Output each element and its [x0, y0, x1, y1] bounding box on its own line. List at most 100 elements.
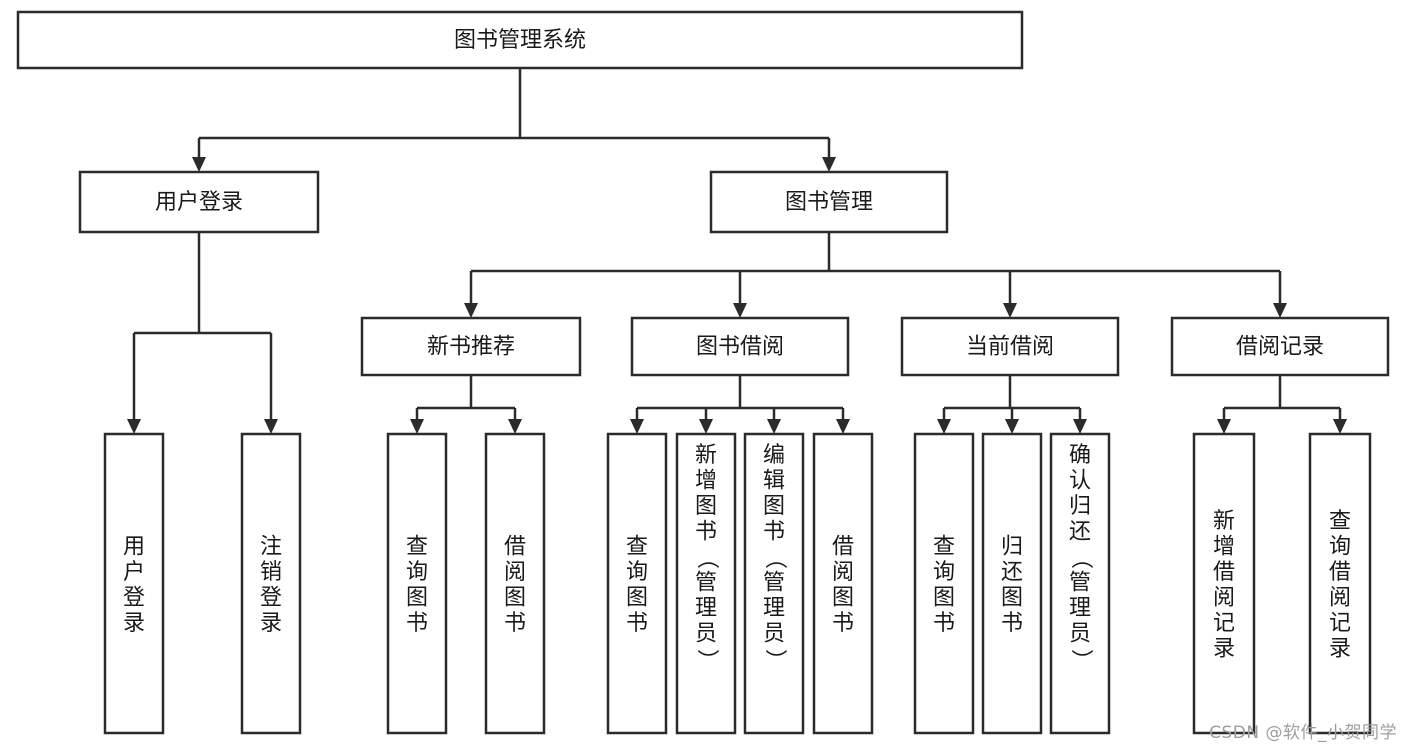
node-box	[812, 432, 874, 735]
node-new-book-rec[interactable]: 新书推荐	[360, 316, 582, 377]
nodes-layer: 新书推荐图书借阅当前借阅借阅记录用户登录图书管理用户登录注销登录查询图书借阅图书…	[16, 10, 1390, 735]
node-label-char: 书	[626, 611, 648, 636]
node-label: 图书借阅	[696, 335, 784, 360]
node-book-manage[interactable]: 图书管理	[709, 170, 949, 234]
node-user-login[interactable]: 用户登录	[78, 170, 320, 234]
node-label-char: 增	[695, 469, 717, 494]
node-box	[484, 432, 546, 735]
arrow-head-icon	[192, 157, 206, 172]
arrow-head-icon	[1005, 419, 1019, 434]
node-label-char: 户	[123, 560, 145, 585]
node-box	[606, 432, 668, 735]
node-box	[360, 316, 582, 377]
node-label-char: 图	[406, 585, 428, 610]
arrow-head-icon	[937, 419, 951, 434]
node-borrow-record[interactable]: 借阅记录	[1170, 316, 1390, 377]
node-label-char: 查	[933, 534, 955, 559]
node-leaf-user-login[interactable]: 用户登录	[103, 432, 165, 735]
node-label-char: 记	[1213, 611, 1235, 636]
node-label-char: 理	[1069, 596, 1091, 621]
node-label-char: 阅	[1329, 585, 1351, 610]
node-label-char: 员	[1069, 622, 1091, 647]
node-root[interactable]: 图书管理系统	[16, 10, 1024, 70]
node-label-char: 还	[1069, 520, 1091, 545]
node-label-char: 询	[626, 560, 648, 585]
node-label-char: 管	[695, 571, 717, 596]
node-label-char: 录	[1329, 636, 1351, 661]
node-label: 新书推荐	[427, 335, 515, 360]
node-label-char: 图	[504, 585, 526, 610]
node-label-char: （	[1068, 547, 1093, 569]
node-label-char: 用	[123, 534, 145, 559]
node-box	[675, 432, 737, 735]
node-label-char: 登	[260, 585, 282, 610]
arrow-head-icon	[1273, 303, 1287, 318]
arrow-head-icon	[464, 303, 478, 318]
node-box	[709, 170, 949, 234]
node-label-char: 管	[1069, 571, 1091, 596]
node-label-char: 借	[504, 534, 526, 559]
node-label-char: ）	[1068, 649, 1093, 671]
node-label-char: 归	[1069, 494, 1091, 519]
node-label: 当前借阅	[966, 335, 1054, 360]
node-label-char: 阅	[832, 560, 854, 585]
arrow-head-icon	[1003, 303, 1017, 318]
node-label-char: 录	[1213, 636, 1235, 661]
node-label-char: 录	[123, 611, 145, 636]
connectors-layer	[127, 68, 1347, 434]
node-label-char: 书	[933, 611, 955, 636]
node-label-char: 借	[1213, 560, 1235, 585]
node-label-char: 图	[626, 585, 648, 610]
node-label-char: 销	[260, 560, 282, 585]
node-label-char: ）	[694, 649, 719, 671]
node-label-char: 新	[695, 443, 717, 468]
arrow-head-icon	[630, 419, 644, 434]
node-label-char: 增	[1213, 534, 1235, 559]
arrow-head-icon	[836, 419, 850, 434]
node-label-char: 归	[1001, 534, 1023, 559]
node-label-char: 图	[933, 585, 955, 610]
arrow-head-icon	[699, 419, 713, 434]
node-label-char: 书	[695, 520, 717, 545]
node-label-char: 理	[695, 596, 717, 621]
node-label-char: 理	[763, 596, 785, 621]
node-label-char: 编	[763, 443, 785, 468]
node-box	[16, 10, 1024, 70]
node-label-char: 员	[695, 622, 717, 647]
node-label-char: 询	[1329, 534, 1351, 559]
node-label-char: 登	[123, 585, 145, 610]
node-label-char: 书	[504, 611, 526, 636]
node-label-char: 新	[1213, 509, 1235, 534]
node-box	[103, 432, 165, 735]
node-label-char: 图	[1001, 585, 1023, 610]
node-label-char: 辑	[763, 469, 785, 494]
arrow-head-icon	[508, 419, 522, 434]
node-current-borrow[interactable]: 当前借阅	[900, 316, 1120, 377]
node-label-char: 图	[763, 494, 785, 519]
arrow-head-icon	[410, 419, 424, 434]
node-label: 图书管理	[785, 190, 873, 215]
arrow-head-icon	[822, 157, 836, 172]
node-box	[240, 432, 302, 735]
node-box	[1308, 432, 1372, 735]
node-label-char: 借	[832, 534, 854, 559]
node-label-char: 确	[1069, 443, 1091, 468]
node-label-char: 员	[763, 622, 785, 647]
node-box	[1192, 432, 1256, 735]
node-book-borrow[interactable]: 图书借阅	[630, 316, 850, 377]
arrow-head-icon	[733, 303, 747, 318]
